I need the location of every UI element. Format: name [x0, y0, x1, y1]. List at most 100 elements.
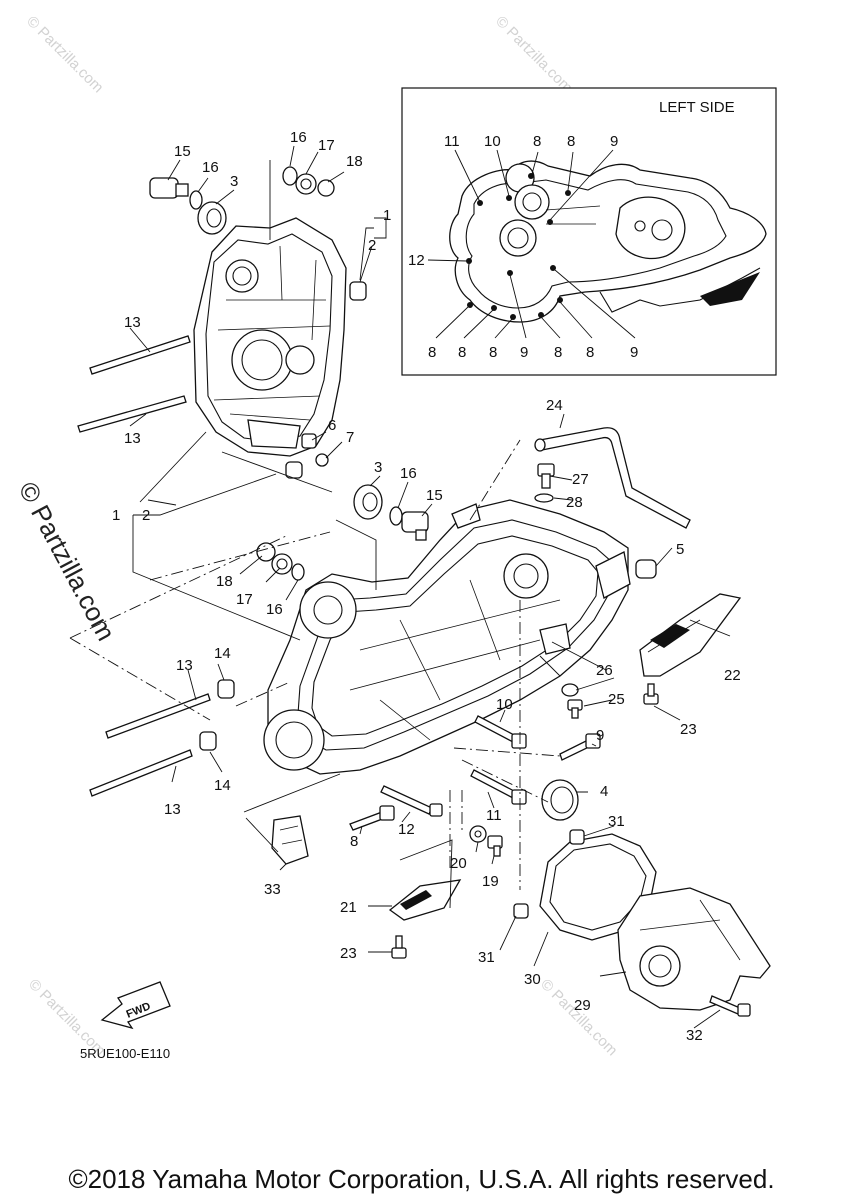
- part-2-top: [349, 281, 367, 301]
- callout-19: 19: [482, 873, 499, 890]
- callout-22: 22: [724, 667, 741, 684]
- part-3-mid: [353, 484, 383, 520]
- callouts: 15 16 3 16 17 18 1 2 13 13 6 7 1 2 3 16 …: [112, 129, 741, 1044]
- brackets: [271, 593, 742, 921]
- part-16-top-right: [282, 166, 298, 186]
- callout-16-lower: 16: [266, 601, 283, 618]
- part-2-mid: [285, 461, 303, 479]
- callout-27: 27: [572, 471, 589, 488]
- callout-24: 24: [546, 397, 563, 414]
- part-16-lower: [291, 563, 305, 581]
- part-4-oil-seal: [541, 779, 579, 821]
- callout-18-top: 18: [346, 153, 363, 170]
- assembly-line-mid: [221, 451, 333, 493]
- crankcase-left-main-bore-inner: [275, 721, 313, 759]
- bracket-21: [388, 879, 462, 921]
- bolt-10: [474, 715, 527, 749]
- bolt-9: [559, 733, 601, 761]
- crankcase-right-ribs: [213, 245, 331, 421]
- hose-24-body: [539, 427, 691, 529]
- crankcase-right-main-bore: [231, 329, 293, 391]
- part-27-bolt: [537, 463, 555, 489]
- stud-13-b: [77, 395, 187, 433]
- callout-13-b: 13: [124, 430, 141, 447]
- part-26-washer: [561, 683, 579, 697]
- cover-29-boss: [639, 945, 681, 987]
- callout-2-top: 2: [368, 237, 376, 254]
- inset-shading: [700, 272, 760, 306]
- dash-line-1: [149, 531, 331, 581]
- crankcase-left-breather-nipple: [451, 503, 481, 529]
- fwd-arrow-shape: [100, 981, 171, 1030]
- inset-callout-8-b4: 8: [554, 344, 562, 361]
- inset-callout-9-b2: 9: [630, 344, 638, 361]
- callout-23-lower: 23: [340, 945, 357, 962]
- inset-ribs: [545, 205, 601, 225]
- inset-callout-8-top-left: 8: [533, 133, 541, 150]
- callout-10: 10: [496, 696, 513, 713]
- stud-13-a: [89, 335, 191, 375]
- crankcase-left-boss-top-hole: [313, 595, 343, 625]
- callout-13-d: 13: [164, 801, 181, 818]
- leader-1-2-top: [359, 217, 387, 281]
- callout-12: 12: [398, 821, 415, 838]
- crankcase-right-half: [193, 217, 347, 457]
- assembly-line-33: [243, 773, 341, 853]
- assembly-line-left: [132, 515, 301, 641]
- callout-13-c: 13: [176, 657, 193, 674]
- part-5: [635, 559, 657, 579]
- crankcase-right-flange: [205, 233, 333, 443]
- small-parts: [149, 166, 657, 857]
- dash-line-2: [69, 535, 287, 639]
- part-code: 5RUE100-E110: [80, 1046, 170, 1061]
- callout-leaders: [129, 145, 731, 1029]
- callout-31-upper: 31: [608, 813, 625, 830]
- crankcase-right-boss-top: [225, 259, 259, 293]
- part-15-top: [149, 177, 189, 199]
- fwd-arrow: FWD: [100, 981, 171, 1030]
- callout-16-top-left: 16: [202, 159, 219, 176]
- inset-leaders: [427, 149, 636, 339]
- callout-21: 21: [340, 899, 357, 916]
- inset-title: LEFT SIDE: [659, 99, 735, 116]
- crankcase-left-boss-top: [299, 581, 357, 639]
- part-16-mid: [389, 506, 403, 526]
- dash-line-5: [461, 759, 549, 803]
- bracket-22: [639, 593, 742, 677]
- dash-line-4: [235, 681, 291, 707]
- callout-15-mid: 15: [426, 487, 443, 504]
- bolt-32: [709, 995, 751, 1017]
- inset-gasket-inner: [465, 179, 727, 309]
- callout-6: 6: [328, 417, 336, 434]
- inset-bore-mid-inner: [522, 192, 542, 212]
- part-20-washer: [469, 825, 487, 843]
- left-side-inset: LEFT SIDE 11 10 8 8 9 12 8: [401, 87, 777, 376]
- callout-28: 28: [566, 494, 583, 511]
- part-18-top: [317, 179, 335, 197]
- studs-13: [77, 335, 211, 797]
- crankcase-left-window: [539, 623, 571, 655]
- part-17-lower: [271, 553, 293, 575]
- bracket-33: [271, 815, 309, 865]
- callout-18-lower: 18: [216, 573, 233, 590]
- callout-32: 32: [686, 1027, 703, 1044]
- cover-29-boss-hole: [648, 954, 672, 978]
- assembly-line-21: [399, 839, 453, 909]
- part-7: [315, 453, 329, 467]
- copyright-notice: ©2018 Yamaha Motor Corporation, U.S.A. A…: [68, 1164, 775, 1194]
- watermark-top-right: © Partzilla.com: [492, 13, 575, 96]
- crankcase-left-main-bore: [263, 709, 325, 771]
- crankcase-left-flange-inner: [311, 535, 599, 737]
- crankcase-right-boss-top-hole: [232, 266, 252, 286]
- inset-callout-8-b1: 8: [428, 344, 436, 361]
- leader-1-2-dash: [147, 499, 177, 506]
- bolt-23-lower: [391, 935, 407, 959]
- breather-hose-24: [534, 427, 691, 529]
- callout-25: 25: [608, 691, 625, 708]
- inset-lower-flange: [599, 267, 761, 313]
- dowel-31-lower: [513, 903, 529, 919]
- callout-14-lower: 14: [214, 777, 231, 794]
- inset-callout-8-b2: 8: [458, 344, 466, 361]
- callout-17-top: 17: [318, 137, 335, 154]
